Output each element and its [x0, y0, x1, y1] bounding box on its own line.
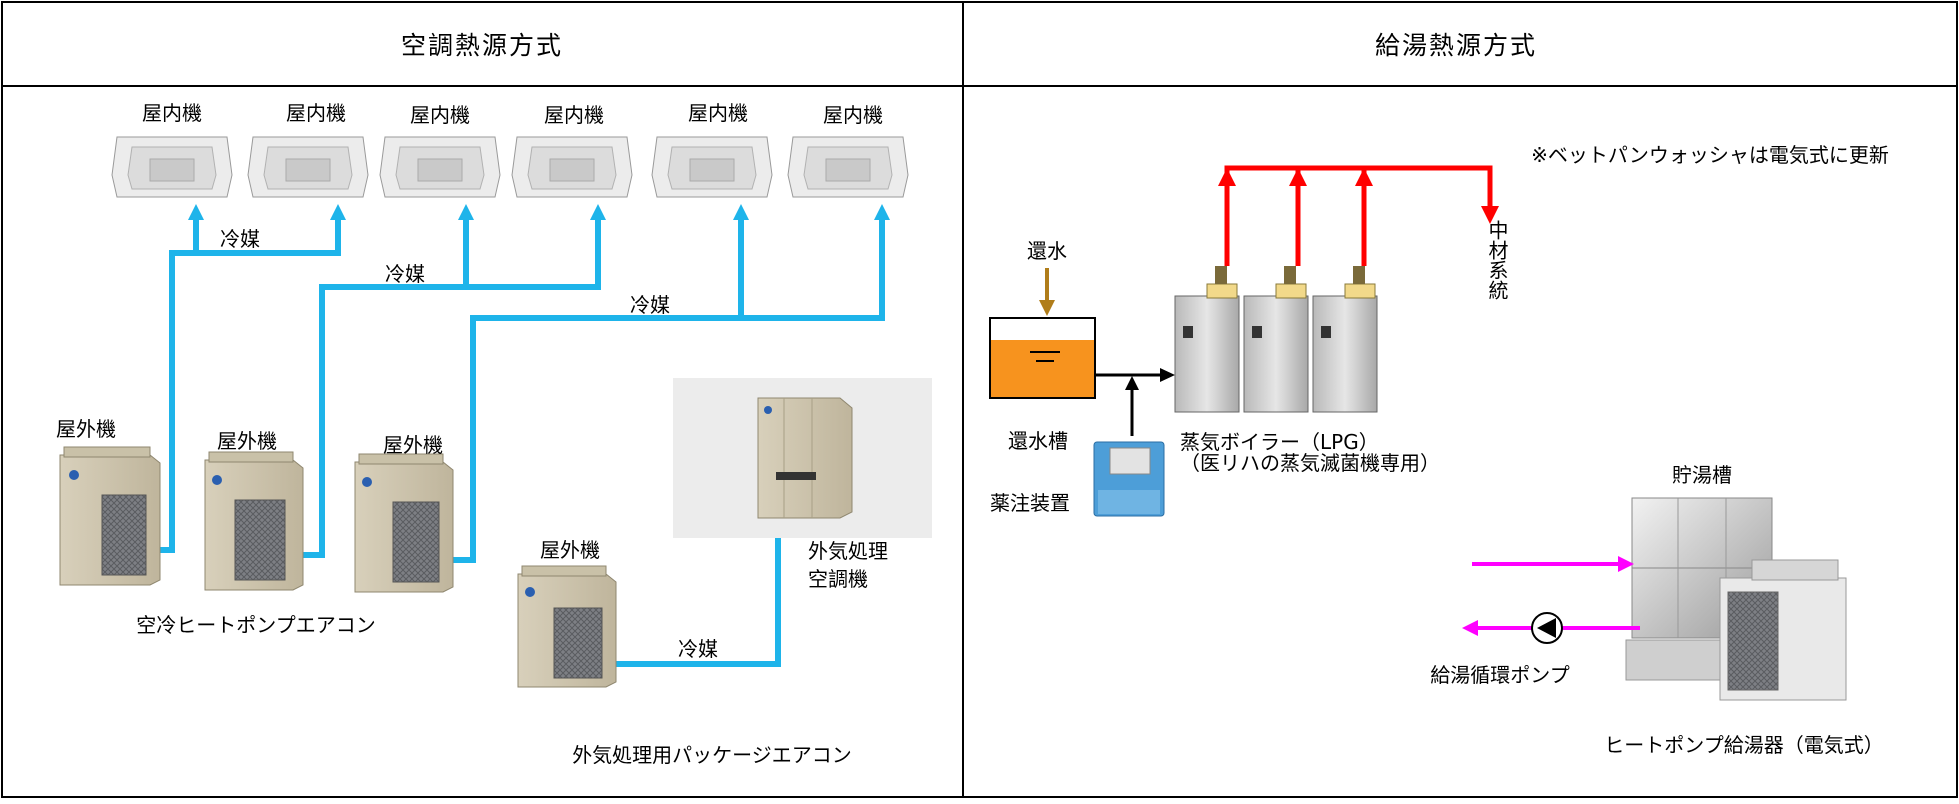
refrigerant-piping	[148, 212, 885, 667]
outdoor-unit	[204, 451, 304, 591]
indoor-unit	[247, 136, 369, 198]
oa-system-label: 外気処理用パッケージエアコン	[572, 743, 852, 767]
refrigerant-label: 冷媒	[220, 227, 260, 251]
header-aircon: 空調熱源方式	[401, 31, 563, 60]
steam-boiler	[1312, 266, 1378, 413]
outdoor-unit-label: 屋外機	[540, 538, 600, 562]
steam-boiler	[1243, 266, 1309, 413]
system-label: 空冷ヒートポンプエアコン	[136, 613, 375, 637]
steam-boilers	[1174, 266, 1378, 413]
boiler-label-line1: 蒸気ボイラー（LPG）	[1180, 430, 1379, 454]
outdoor-unit-label: 屋外機	[56, 417, 116, 441]
indoor-unit-label: 屋内機	[142, 101, 202, 125]
circulation-pump-icon	[1531, 612, 1563, 644]
heat-pump-heater-label: ヒートポンプ給湯器（電気式）	[1604, 733, 1883, 757]
indoor-unit-label: 屋内機	[410, 103, 470, 127]
indoor-unit	[787, 136, 909, 198]
indoor-unit	[511, 136, 633, 198]
hot-water-arrowheads	[1462, 556, 1634, 636]
hot-water-piping	[1472, 562, 1640, 630]
chemical-arrowhead	[1125, 376, 1139, 390]
header-hot-water: 給湯熱源方式	[1375, 31, 1537, 60]
oa-unit-label-line1: 外気処理	[808, 539, 888, 563]
outdoor-unit-label: 屋外機	[383, 433, 443, 457]
refrigerant-label: 冷媒	[385, 262, 425, 286]
central-supply-label: 中材系統	[1485, 220, 1509, 300]
refrigerant-arrowheads	[188, 204, 890, 518]
outdoor-unit	[354, 453, 454, 593]
heat-pump-unit	[1719, 559, 1847, 701]
oa-unit	[673, 378, 932, 538]
return-water-label: 還水	[1027, 239, 1067, 263]
indoor-unit	[379, 136, 501, 198]
return-tank	[989, 317, 1096, 399]
circulation-pump-label: 給湯循環ポンプ	[1430, 663, 1569, 687]
note: ※ベットパンウォッシャは電気式に更新	[1531, 143, 1889, 167]
indoor-unit-label: 屋内機	[688, 101, 748, 125]
feed-arrowhead	[1160, 368, 1175, 382]
chemical-feeder-label: 薬注装置	[990, 491, 1070, 515]
indoor-unit-label: 屋内機	[286, 101, 346, 125]
steam-boiler	[1174, 266, 1240, 413]
refrigerant-label: 冷媒	[678, 637, 718, 661]
chemical-feeder	[1093, 441, 1165, 517]
refrigerant-label: 冷媒	[630, 293, 670, 317]
indoor-unit-label: 屋内機	[544, 103, 604, 127]
boiler-label-line2: （医リハの蒸気滅菌機専用）	[1180, 451, 1440, 475]
steam-arrowheads	[1218, 168, 1499, 224]
indoor-units	[111, 136, 909, 198]
storage-tank-label: 貯湯槽	[1672, 463, 1732, 487]
return-tank-label: 還水槽	[1008, 429, 1068, 453]
outdoor-unit	[59, 446, 161, 586]
outdoor-units	[59, 446, 617, 688]
return-water-arrowhead	[1039, 300, 1055, 316]
outdoor-unit-label: 屋外機	[217, 429, 277, 453]
outdoor-unit	[517, 565, 617, 688]
indoor-unit-label: 屋内機	[823, 103, 883, 127]
oa-unit-label-line2: 空調機	[808, 567, 868, 591]
indoor-unit	[111, 136, 233, 198]
indoor-unit	[651, 136, 773, 198]
